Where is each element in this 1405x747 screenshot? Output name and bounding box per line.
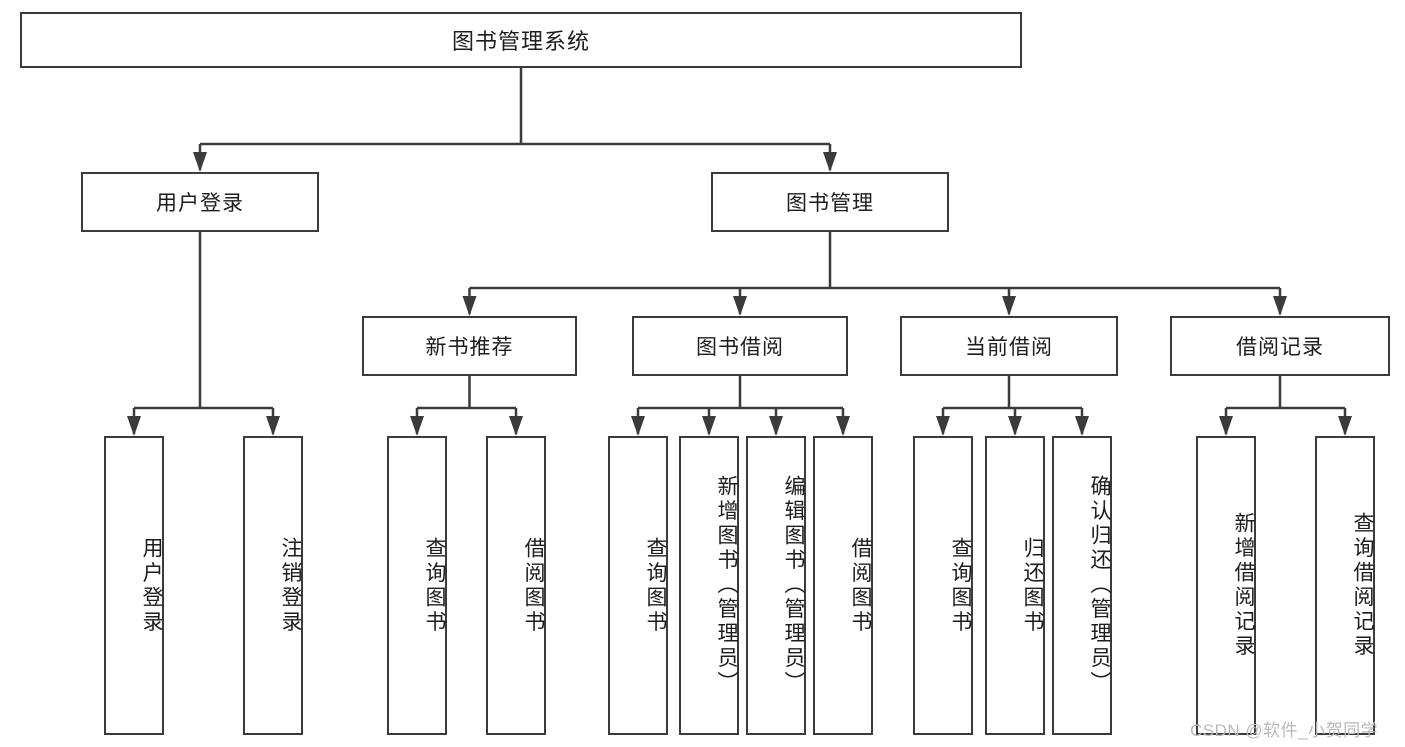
node-label: 确认归还（管理员）: [1088, 475, 1111, 696]
arrow-head: [1219, 416, 1233, 436]
node-l_b1[interactable]: 借阅图书: [486, 436, 546, 735]
arrow-head: [836, 416, 850, 436]
node-l_logout[interactable]: 注销登录: [243, 436, 303, 735]
node-l_q1[interactable]: 查询图书: [387, 436, 447, 735]
arrow-head: [509, 416, 523, 436]
node-label: 查询图书: [644, 536, 667, 635]
node-label: 新增图书（管理员）: [715, 475, 738, 696]
arrow-head: [410, 416, 424, 436]
arrow-head: [1008, 416, 1022, 436]
node-l_b2[interactable]: 借阅图书: [813, 436, 873, 735]
arrow-head: [936, 416, 950, 436]
node-l_conf[interactable]: 确认归还（管理员）: [1052, 436, 1112, 735]
arrow-head: [127, 416, 141, 436]
node-label: 当前借阅: [965, 336, 1053, 359]
arrow-head: [702, 416, 716, 436]
node-label: 查询图书: [423, 536, 446, 635]
arrow-head: [193, 152, 207, 172]
node-current[interactable]: 当前借阅: [900, 316, 1118, 376]
node-label: 用户登录: [156, 192, 244, 215]
node-login[interactable]: 用户登录: [81, 172, 319, 232]
node-newbook[interactable]: 新书推荐: [362, 316, 577, 376]
node-label: 用户登录: [140, 536, 163, 635]
node-label: 图书借阅: [696, 336, 784, 359]
node-records[interactable]: 借阅记录: [1170, 316, 1390, 376]
arrow-head: [462, 296, 477, 316]
node-label: 新增借阅记录: [1232, 512, 1255, 659]
node-l_add[interactable]: 新增图书（管理员）: [679, 436, 739, 735]
node-l_q3[interactable]: 查询图书: [913, 436, 973, 735]
arrow-head: [1273, 296, 1287, 316]
node-label: 借阅记录: [1236, 336, 1324, 359]
arrow-head: [266, 416, 280, 436]
node-borrow[interactable]: 图书借阅: [632, 316, 848, 376]
arrow-head: [1338, 416, 1352, 436]
arrow-head: [733, 296, 747, 316]
arrow-head: [1075, 416, 1089, 436]
node-label: 图书管理: [786, 192, 874, 215]
node-l_login[interactable]: 用户登录: [104, 436, 164, 735]
node-l_edit[interactable]: 编辑图书（管理员）: [746, 436, 806, 735]
arrow-head: [823, 152, 837, 172]
node-label: 新书推荐: [425, 336, 514, 359]
node-label: 注销登录: [279, 536, 302, 635]
arrow-head: [1002, 296, 1016, 316]
arrow-head: [769, 416, 783, 436]
node-l_qrec[interactable]: 查询借阅记录: [1315, 436, 1375, 735]
node-l_ret[interactable]: 归还图书: [985, 436, 1045, 735]
node-label: 借阅图书: [522, 536, 545, 635]
node-label: 查询借阅记录: [1351, 512, 1374, 659]
node-l_addrec[interactable]: 新增借阅记录: [1196, 436, 1256, 735]
node-bookmgmt[interactable]: 图书管理: [711, 172, 949, 232]
node-label: 归还图书: [1021, 536, 1044, 635]
node-label: 查询图书: [949, 536, 972, 635]
node-label: 借阅图书: [849, 536, 872, 635]
arrow-head: [631, 416, 645, 436]
node-l_q2[interactable]: 查询图书: [608, 436, 668, 735]
node-label: 图书管理系统: [451, 29, 590, 54]
node-label: 编辑图书（管理员）: [782, 475, 805, 696]
node-root[interactable]: 图书管理系统: [20, 12, 1022, 68]
